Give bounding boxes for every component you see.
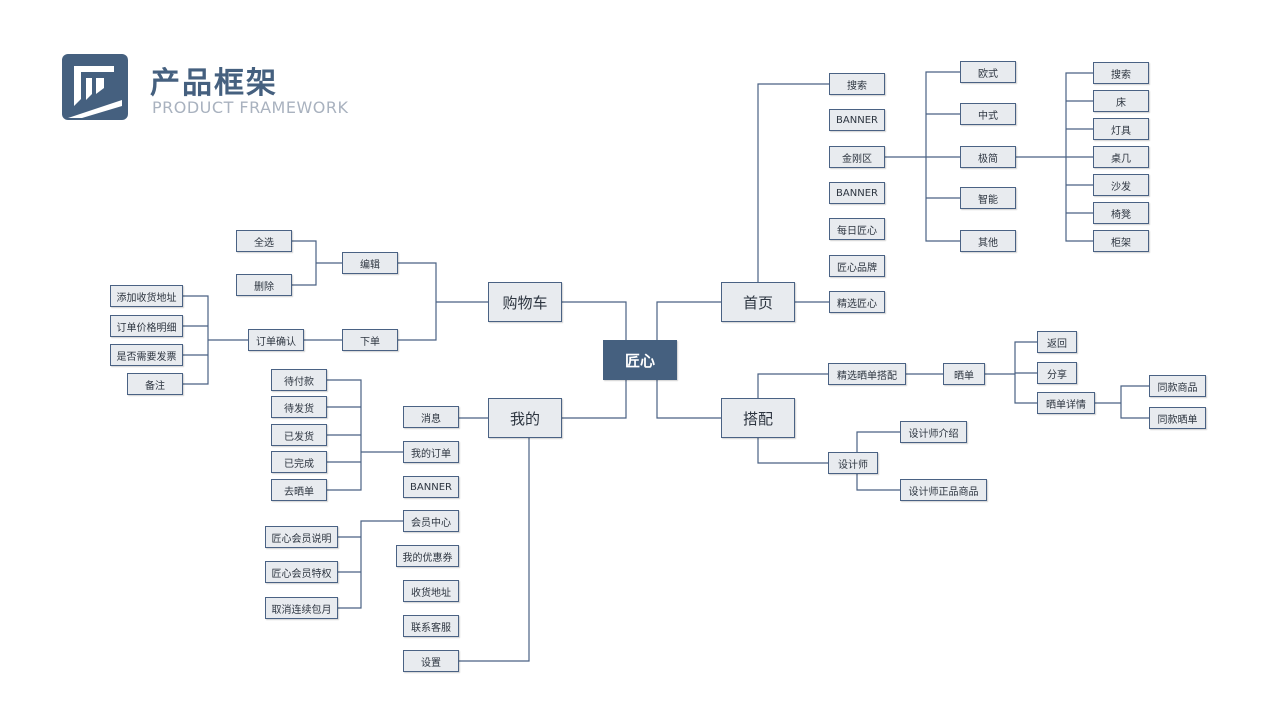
node-style-other[interactable]: 其他 <box>960 230 1016 252</box>
node-designer-intro[interactable]: 设计师介绍 <box>900 421 967 443</box>
node-order-to-ship[interactable]: 待发货 <box>271 396 327 418</box>
node-cat-lamp[interactable]: 灯具 <box>1093 118 1149 140</box>
connector-line <box>656 380 721 419</box>
node-home-daily[interactable]: 每日匠心 <box>829 218 885 240</box>
node-home-banner2[interactable]: BANNER <box>829 182 885 204</box>
node-cart-note[interactable]: 备注 <box>127 373 183 395</box>
connector-line <box>757 438 828 464</box>
node-detail-share[interactable]: 同款晒单 <box>1149 407 1206 429</box>
connector-line <box>562 301 627 340</box>
node-mine-member[interactable]: 会员中心 <box>403 510 459 532</box>
node-cat-bed[interactable]: 床 <box>1093 90 1149 112</box>
connector-line <box>459 438 530 662</box>
node-share-share[interactable]: 分享 <box>1037 362 1077 384</box>
node-cart[interactable]: 购物车 <box>488 282 562 322</box>
connector-line <box>656 301 721 340</box>
node-cart-invoice[interactable]: 是否需要发票 <box>110 344 183 366</box>
node-mine-msg[interactable]: 消息 <box>403 406 459 428</box>
node-cat-stool[interactable]: 椅凳 <box>1093 202 1149 224</box>
node-cat-sofa[interactable]: 沙发 <box>1093 174 1149 196</box>
node-cat-shelf[interactable]: 柜架 <box>1093 230 1149 252</box>
node-style-cn[interactable]: 中式 <box>960 103 1016 125</box>
node-home-picks[interactable]: 精选匠心 <box>829 291 885 313</box>
node-share-detail[interactable]: 晒单详情 <box>1037 392 1095 414</box>
connector-line <box>1120 385 1149 419</box>
logo-icon <box>62 54 128 120</box>
node-style-smart[interactable]: 智能 <box>960 187 1016 209</box>
connector-line <box>398 262 437 341</box>
page-title: 产品框架 <box>150 66 278 101</box>
connector-line <box>562 380 627 419</box>
connector-line <box>757 373 828 398</box>
node-cat-search[interactable]: 搜索 <box>1093 62 1149 84</box>
node-mine[interactable]: 我的 <box>488 398 562 438</box>
connector-line <box>292 240 317 286</box>
node-cart-delete[interactable]: 删除 <box>236 274 292 296</box>
node-cart-add-address[interactable]: 添加收货地址 <box>110 285 183 307</box>
node-member-info[interactable]: 匠心会员说明 <box>265 526 338 548</box>
connector-line <box>856 474 900 491</box>
node-home-brand[interactable]: 匠心品牌 <box>829 255 885 277</box>
node-designer-goods[interactable]: 设计师正品商品 <box>900 479 987 501</box>
node-mine-orders[interactable]: 我的订单 <box>403 441 459 463</box>
node-mine-address[interactable]: 收货地址 <box>403 580 459 602</box>
connector-line <box>338 520 403 609</box>
connector-line <box>757 83 829 282</box>
node-detail-goods[interactable]: 同款商品 <box>1149 375 1206 397</box>
node-match-share[interactable]: 晒单 <box>943 363 985 385</box>
node-cat-table[interactable]: 桌几 <box>1093 146 1149 168</box>
node-order-shipped[interactable]: 已发货 <box>271 424 327 446</box>
node-order-done[interactable]: 已完成 <box>271 451 327 473</box>
node-mine-settings[interactable]: 设置 <box>403 650 459 672</box>
node-home-banner1[interactable]: BANNER <box>829 109 885 131</box>
node-cart-edit[interactable]: 编辑 <box>342 252 398 274</box>
node-match[interactable]: 搭配 <box>721 398 795 438</box>
node-match-picks[interactable]: 精选晒单搭配 <box>828 363 906 385</box>
connector-line <box>183 295 209 385</box>
connector-line <box>856 431 900 452</box>
node-cart-select-all[interactable]: 全选 <box>236 230 292 252</box>
node-cart-price-detail[interactable]: 订单价格明细 <box>110 315 183 337</box>
node-member-priv[interactable]: 匠心会员特权 <box>265 561 338 583</box>
node-mine-banner[interactable]: BANNER <box>403 476 459 498</box>
node-home-kingkong[interactable]: 金刚区 <box>829 146 885 168</box>
node-style-min[interactable]: 极简 <box>960 146 1016 168</box>
node-cart-order[interactable]: 下单 <box>342 329 398 351</box>
node-home[interactable]: 首页 <box>721 282 795 322</box>
node-home-search[interactable]: 搜索 <box>829 73 885 95</box>
node-cart-confirm[interactable]: 订单确认 <box>248 329 304 351</box>
node-member-cancel[interactable]: 取消连续包月 <box>265 597 338 619</box>
node-designer[interactable]: 设计师 <box>828 452 878 474</box>
node-style-eu[interactable]: 欧式 <box>960 61 1016 83</box>
node-root[interactable]: 匠心 <box>603 340 677 380</box>
node-order-share[interactable]: 去晒单 <box>271 479 327 501</box>
node-mine-service[interactable]: 联系客服 <box>403 615 459 637</box>
page-subtitle: PRODUCT FRAMEWORK <box>152 98 349 117</box>
node-mine-coupon[interactable]: 我的优惠券 <box>396 545 459 567</box>
node-share-back[interactable]: 返回 <box>1037 331 1077 353</box>
node-order-unpaid[interactable]: 待付款 <box>271 369 327 391</box>
